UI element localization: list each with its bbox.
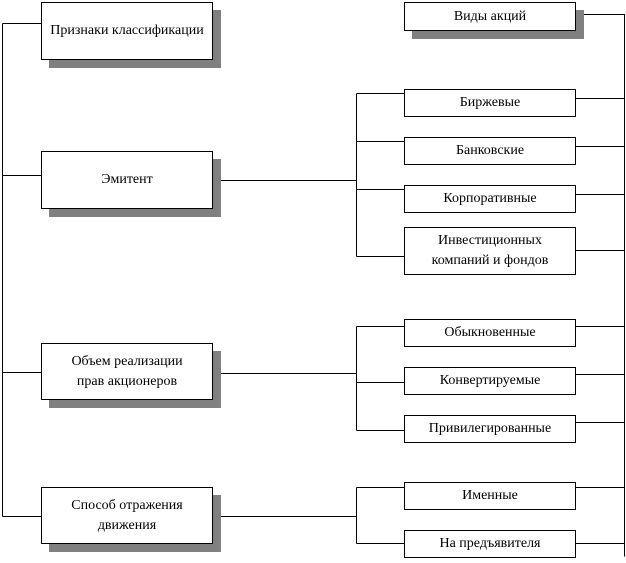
type-label: Обыкновенные bbox=[444, 325, 536, 340]
type-label: Привилегированные bbox=[428, 421, 552, 436]
types-header-label: Виды акций bbox=[453, 8, 527, 24]
type-label: Конвертируемые bbox=[439, 373, 541, 388]
type-box: Инвестиционных компаний и фондов bbox=[404, 227, 576, 275]
criteria-box: Признаки классификации bbox=[41, 2, 213, 60]
type-label: Инвестиционных компаний и фондов bbox=[431, 233, 549, 268]
type-box: Привилегированные bbox=[404, 415, 576, 443]
movement-label: Способ отражения движения bbox=[71, 497, 183, 533]
type-label: Именные bbox=[462, 488, 518, 503]
type-label: На предъявителя bbox=[439, 536, 541, 551]
type-label: Биржевые bbox=[459, 95, 521, 110]
movement-box: Способ отражения движения bbox=[41, 487, 213, 544]
type-box: Биржевые bbox=[404, 89, 576, 117]
type-label: Корпоративные bbox=[443, 191, 537, 206]
type-box: Банковские bbox=[404, 137, 576, 165]
type-box: Конвертируемые bbox=[404, 367, 576, 395]
rights-label: Объем реализации прав акционеров bbox=[71, 353, 183, 389]
type-box: На предъявителя bbox=[404, 530, 576, 558]
criteria-label: Признаки классификации bbox=[50, 23, 204, 38]
type-label: Банковские bbox=[455, 143, 525, 158]
type-box: Корпоративные bbox=[404, 185, 576, 213]
types-header-box: Виды акций bbox=[404, 2, 576, 31]
rights-box: Объем реализации прав акционеров bbox=[41, 343, 213, 400]
type-box: Именные bbox=[404, 482, 576, 510]
issuer-box: Эмитент bbox=[41, 151, 213, 209]
type-box: Обыкновенные bbox=[404, 319, 576, 347]
issuer-label: Эмитент bbox=[101, 172, 153, 187]
